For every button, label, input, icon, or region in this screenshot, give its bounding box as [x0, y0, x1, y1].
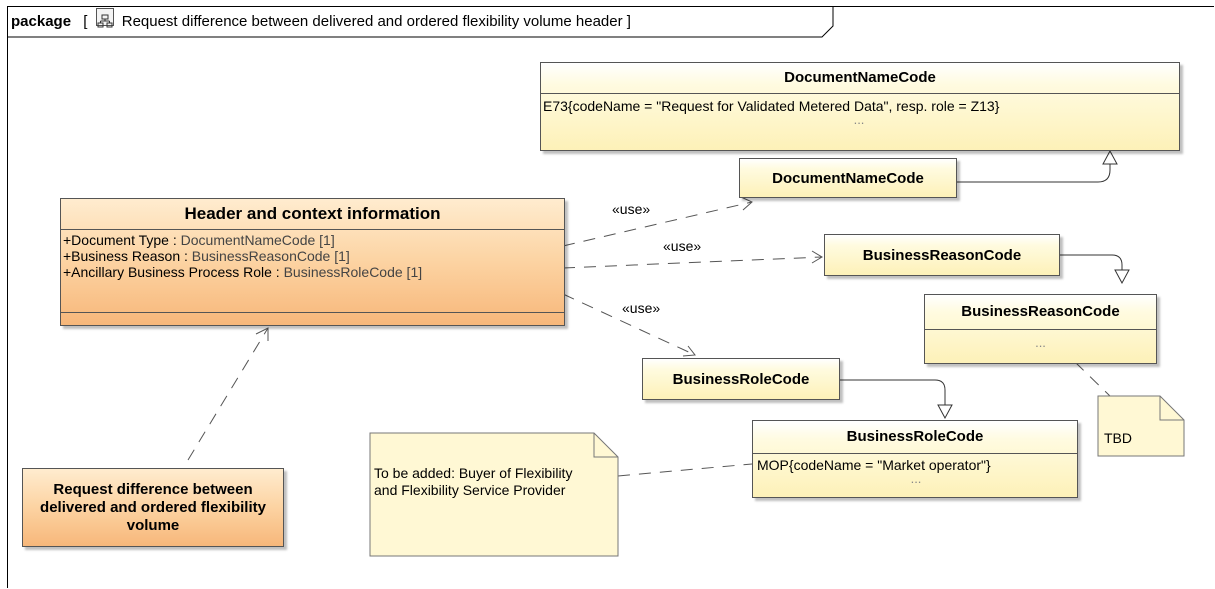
note-anchor-tbd: [1074, 361, 1113, 399]
note-buyer-text[interactable]: To be added: Buyer of Flexibility and Fl…: [374, 465, 573, 498]
more-literals: ...: [853, 112, 865, 127]
package-frame: [7, 6, 1214, 588]
attribute-business-reason[interactable]: +Business Reason : BusinessReasonCode [1…: [63, 248, 350, 264]
class-title: DocumentNameCode: [784, 69, 936, 86]
dependency-request-to-header: [187, 327, 269, 461]
more-literals: ...: [910, 471, 922, 486]
use-label: «use»: [622, 300, 661, 316]
more-literals: ...: [1035, 335, 1046, 350]
literal-compartment: E73{codeName = "Request for Validated Me…: [541, 93, 1179, 126]
business-role-code-class[interactable]: BusinessRoleCode: [642, 358, 840, 400]
attribute-document-type[interactable]: +Document Type : DocumentNameCode [1]: [63, 232, 335, 248]
class-title: BusinessRoleCode: [672, 370, 810, 388]
note-tbd-text[interactable]: TBD: [1104, 430, 1132, 446]
frame-close-bracket: ]: [626, 13, 631, 30]
frame-open-bracket: [: [83, 13, 88, 30]
note-buyer-shape: [369, 432, 619, 557]
literal-compartment: MOP{codeName = "Market operator"} ...: [753, 453, 1077, 485]
operation-compartment: [61, 312, 564, 325]
class-title: DocumentNameCode: [772, 169, 924, 187]
document-name-code-enum[interactable]: DocumentNameCode E73{codeName = "Request…: [540, 62, 1180, 151]
class-title: BusinessReasonCode: [961, 303, 1120, 320]
use-label: «use»: [612, 201, 651, 217]
diagram-name: Request difference between delivered and…: [121, 13, 623, 30]
enum-literal-mop[interactable]: MOP{codeName = "Market operator"}: [757, 457, 991, 473]
literal-compartment: ...: [925, 329, 1156, 363]
generalization-document-name-code: [955, 149, 1118, 183]
use-dependency-business-reason: [562, 250, 823, 269]
package-tab: package [ Request difference between del…: [7, 6, 833, 37]
use-dependency-document-type: [562, 196, 753, 247]
document-name-code-class[interactable]: DocumentNameCode: [739, 158, 957, 198]
note-tbd-shape: [1097, 395, 1185, 457]
use-label: «use»: [663, 238, 702, 254]
class-title: Request difference between delivered and…: [40, 480, 266, 534]
header-context-class[interactable]: Header and context information +Document…: [60, 198, 565, 326]
business-reason-code-class[interactable]: BusinessReasonCode: [824, 234, 1060, 276]
attribute-compartment: +Document Type : DocumentNameCode [1] +B…: [61, 229, 564, 312]
business-role-code-enum[interactable]: BusinessRoleCode MOP{codeName = "Market …: [752, 420, 1078, 498]
use-dependency-business-role: [562, 293, 696, 357]
package-diagram-icon: [95, 8, 114, 28]
class-title: BusinessReasonCode: [862, 246, 1022, 264]
class-title: Header and context information: [184, 204, 441, 223]
request-class[interactable]: Request difference between delivered and…: [22, 468, 284, 547]
business-reason-code-enum[interactable]: BusinessReasonCode ...: [924, 294, 1157, 364]
attribute-ancillary-role[interactable]: +Ancillary Business Process Role : Busin…: [63, 264, 423, 280]
package-keyword: package: [11, 13, 72, 30]
enum-literal-e73[interactable]: E73{codeName = "Request for Validated Me…: [543, 98, 1000, 114]
note-anchor-buyer: [617, 463, 753, 477]
class-title: BusinessRoleCode: [846, 428, 984, 445]
generalization-business-reason-code: [1058, 254, 1130, 285]
generalization-business-role-code: [838, 379, 953, 420]
